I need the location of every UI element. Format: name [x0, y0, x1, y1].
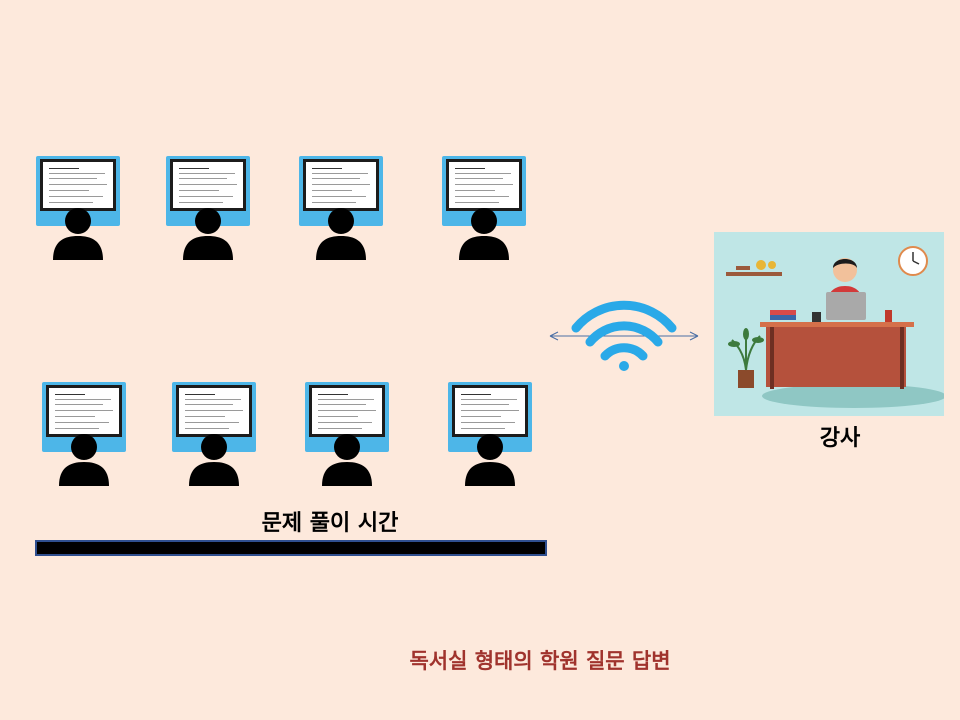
monitor-icon: [442, 156, 526, 226]
person-icon: [53, 208, 103, 260]
monitor-icon: [42, 382, 126, 452]
student-station: [166, 156, 256, 266]
student-station: [36, 156, 126, 266]
double-arrow-icon: [549, 331, 699, 341]
monitor-icon: [172, 382, 256, 452]
student-station: [172, 382, 262, 492]
person-icon: [183, 208, 233, 260]
instructor-illustration: [714, 232, 944, 416]
person-icon: [189, 434, 239, 486]
person-icon: [465, 434, 515, 486]
person-icon: [316, 208, 366, 260]
time-bar: [35, 540, 547, 556]
student-station: [299, 156, 389, 266]
student-station: [442, 156, 532, 266]
person-icon: [459, 208, 509, 260]
person-icon: [322, 434, 372, 486]
student-station: [448, 382, 538, 492]
caption: 독서실 형태의 학원 질문 답변: [409, 649, 671, 673]
instructor-label: 강사: [819, 426, 861, 451]
wifi-icon: [549, 300, 699, 371]
problem-time-label: 문제 풀이 시간: [261, 511, 399, 536]
monitor-icon: [36, 156, 120, 226]
person-icon: [59, 434, 109, 486]
student-station: [305, 382, 395, 492]
student-station: [42, 382, 132, 492]
monitor-icon: [305, 382, 389, 452]
